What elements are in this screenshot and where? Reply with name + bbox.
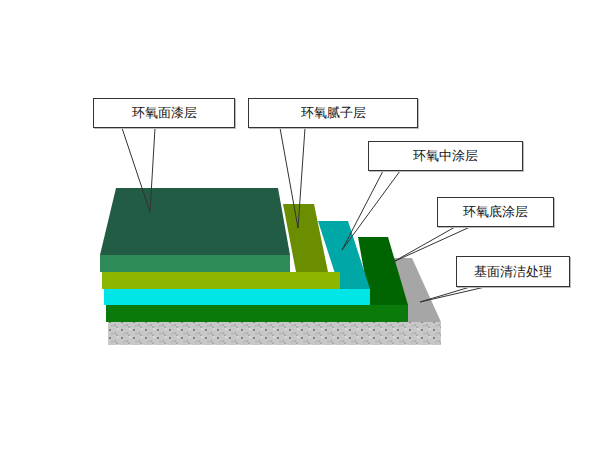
primer-layer (106, 305, 408, 322)
topcoat-layer (100, 255, 290, 272)
callout-label: 环氧腻子层 (301, 104, 366, 122)
putty-layer (102, 272, 340, 289)
leader-lines (122, 128, 485, 302)
callout-label: 基面清洁处理 (474, 263, 552, 281)
topcoat-top (100, 188, 290, 255)
callout-box: 基面清洁处理 (456, 256, 570, 287)
callout-label: 环氧底涂层 (463, 203, 528, 221)
callout-box: 环氧面漆层 (93, 98, 235, 128)
base-slab (108, 322, 441, 345)
callout-box: 环氧中涂层 (368, 141, 523, 171)
callout-box: 环氧腻子层 (248, 98, 418, 128)
callout-label: 环氧中涂层 (413, 147, 478, 165)
callout-label: 环氧面漆层 (132, 104, 197, 122)
middle-layer (104, 289, 370, 305)
callout-box: 环氧底涂层 (437, 197, 554, 227)
